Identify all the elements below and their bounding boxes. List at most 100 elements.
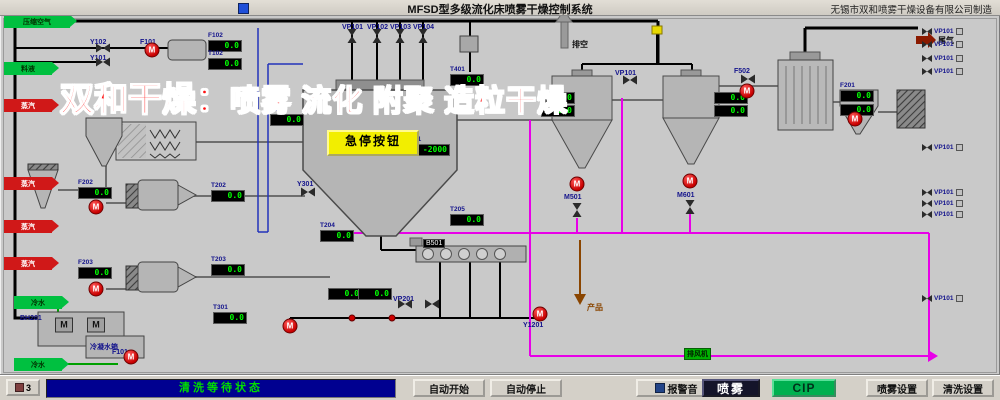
equipment-tag: Y101 — [90, 55, 107, 62]
mute-alarm-button[interactable]: 报警音 — [636, 379, 716, 397]
value-display: T205 0.0 — [450, 206, 484, 226]
cip-button[interactable]: CIP — [772, 379, 836, 397]
app-icon — [238, 3, 249, 14]
equipment-tag: B501 — [423, 239, 446, 248]
spray-button[interactable]: 喷雾 — [702, 379, 760, 397]
cyclone-hopper-2 — [662, 75, 720, 119]
right-valve-row[interactable]: VP101 — [922, 211, 963, 218]
motor-pump[interactable]: M — [88, 199, 104, 215]
valve-state-box — [955, 144, 963, 151]
motor-pump[interactable]: M — [88, 281, 104, 297]
valve-icon[interactable] — [398, 299, 412, 309]
motor-pump[interactable]: M — [847, 111, 863, 127]
button-label: 报警音 — [667, 384, 698, 396]
display-label: F203 — [78, 259, 93, 266]
inlet-label: 蒸汽 — [21, 260, 35, 268]
damper-indicator — [651, 25, 663, 35]
valve-icon[interactable] — [96, 57, 110, 67]
product-arrow-icon — [574, 294, 586, 305]
valve-icon[interactable] — [572, 203, 582, 217]
display-label: T401 — [450, 66, 465, 73]
clean-settings-button[interactable]: 清洗设置 — [932, 379, 994, 397]
title-bar: MFSD型多级流化床喷雾干燥控制系统 无锡市双和喷雾干燥设备有限公司制造 — [0, 0, 1000, 16]
value-display: F102 0.0 — [208, 32, 242, 52]
watermark-brand: 双和干燥： — [59, 80, 230, 119]
watermark-slogan: 喷雾 流化 附聚 造粒干燥 — [229, 84, 569, 118]
motor-pump[interactable]: M — [123, 349, 139, 365]
valve-icon[interactable] — [425, 299, 439, 309]
conveyor-wheel — [476, 248, 488, 260]
valve-state-box — [955, 68, 963, 75]
valve-icon[interactable] — [347, 29, 357, 43]
page-number: 3 — [25, 382, 31, 393]
valve-icon — [922, 189, 932, 196]
equipment-tag: VP201 — [393, 296, 415, 303]
button-label: 自动开始 — [429, 384, 469, 396]
motor-pump[interactable]: M — [682, 173, 698, 189]
agitator-motor[interactable]: M — [87, 317, 105, 333]
equipment-tag: M501 — [564, 194, 582, 201]
inlet-arrow: 蒸汽 — [4, 220, 59, 233]
right-valve-row[interactable]: VP101 — [922, 200, 963, 207]
right-valve-row[interactable]: VP101 — [922, 55, 963, 62]
valve-icon[interactable] — [96, 43, 110, 53]
display-label: F201 — [840, 82, 855, 89]
drain-valve-handle[interactable] — [388, 314, 396, 322]
valve-icon[interactable] — [741, 74, 755, 84]
valve-icon[interactable] — [395, 29, 405, 43]
inlet-arrow: 冷水 — [14, 358, 69, 371]
display-value: 0.0 — [714, 105, 748, 117]
valve-state-box — [955, 189, 963, 196]
equipment-tag: BH201 — [20, 315, 42, 322]
valve-icon[interactable] — [301, 187, 315, 197]
right-valve-row[interactable]: VP101 — [922, 41, 963, 48]
value-display: F202 0.0 — [78, 179, 112, 199]
display-label: T205 — [450, 206, 465, 213]
right-valve-row[interactable]: VP101 — [922, 144, 963, 151]
valve-icon[interactable] — [685, 200, 695, 214]
auto-stop-button[interactable]: 自动停止 — [490, 379, 562, 397]
drain-valve-handle[interactable] — [348, 314, 356, 322]
inlet-arrow: 蒸汽 — [4, 99, 59, 112]
value-display: T401 0.0 — [450, 66, 484, 86]
left-cyclone — [85, 117, 123, 167]
conveyor-wheel — [494, 248, 506, 260]
right-valve-row[interactable]: VP101 — [922, 295, 963, 302]
motor-pump[interactable]: M — [532, 306, 548, 322]
conveyor-wheel — [458, 248, 470, 260]
display-value: 0.0 — [840, 90, 874, 102]
button-label: 喷雾 — [716, 381, 745, 396]
emergency-stop-button[interactable]: 急停按钮 — [327, 130, 419, 156]
display-label: T301 — [213, 304, 228, 311]
spray-settings-button[interactable]: 喷雾设置 — [866, 379, 928, 397]
display-value: 0.0 — [450, 74, 484, 86]
display-value: 0.0 — [328, 288, 362, 300]
feed-tank — [167, 39, 207, 61]
blower-1-nose — [177, 184, 198, 206]
product-label: 产品 — [587, 303, 603, 312]
display-label: T204 — [320, 222, 335, 229]
right-valve-row[interactable]: VP101 — [922, 189, 963, 196]
motor-pump[interactable]: M — [282, 318, 298, 334]
display-value: 0.0 — [211, 264, 245, 276]
motor-pump[interactable]: M — [144, 42, 160, 58]
valve-tag: VP101 — [934, 28, 954, 35]
valve-tag: VP101 — [934, 200, 954, 207]
valve-icon[interactable] — [372, 29, 382, 43]
value-display: F201 0.0 — [840, 82, 874, 102]
right-valve-row[interactable]: VP101 — [922, 28, 963, 35]
agitator-motor[interactable]: M — [55, 317, 73, 333]
valve-icon[interactable] — [623, 75, 637, 85]
motor-pump[interactable]: M — [569, 176, 585, 192]
motor-pump[interactable]: M — [739, 83, 755, 99]
auto-start-button[interactable]: 自动开始 — [413, 379, 485, 397]
right-valve-row[interactable]: VP101 — [922, 68, 963, 75]
page-button[interactable]: 3 — [6, 379, 40, 396]
value-display: T102 0.0 — [208, 50, 242, 70]
inlet-arrow: 蒸汽 — [4, 177, 59, 190]
valve-icon[interactable] — [418, 29, 428, 43]
blue-lines — [257, 28, 303, 233]
drying-chamber — [302, 89, 458, 237]
valve-state-box — [955, 295, 963, 302]
